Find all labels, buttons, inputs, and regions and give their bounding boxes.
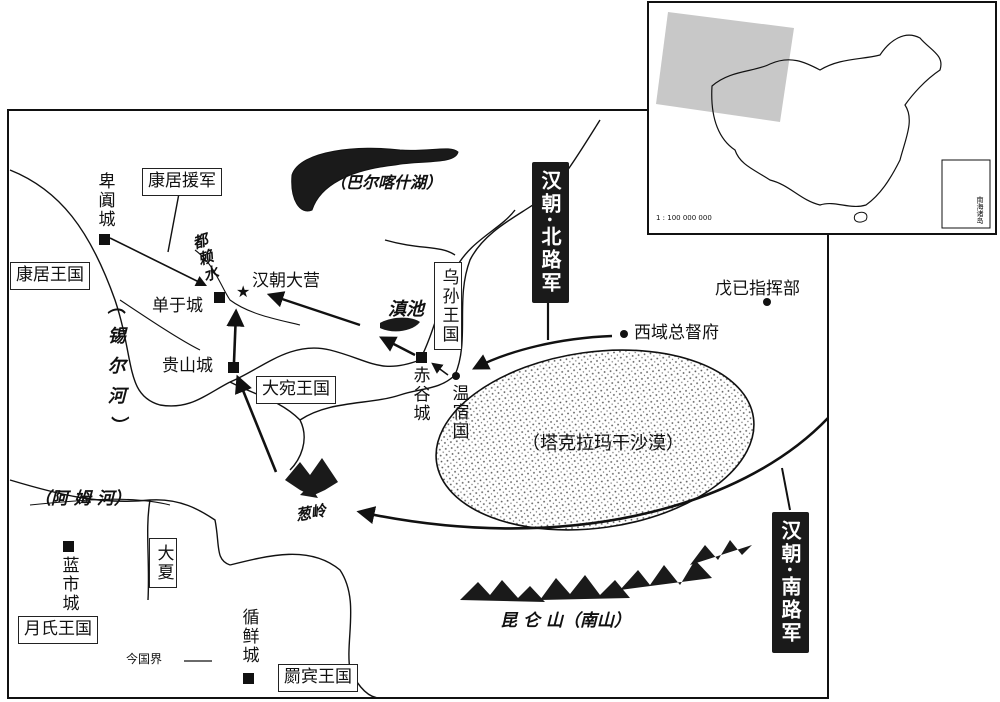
label-western-regions-hq: 西域总督府	[634, 323, 719, 343]
label-balkhash: （巴尔喀什湖）	[330, 173, 443, 192]
label-jibin-kingdom: 罽宾王国	[278, 664, 358, 692]
label-dayuan-kingdom: 大宛王国	[256, 376, 336, 404]
inset-scale: 1 : 100 000 000	[656, 214, 712, 222]
label-wensu-kingdom: 温宿国	[448, 384, 469, 441]
label-daxia: 大夏	[149, 538, 177, 588]
label-amu-river: （阿 姆 河）	[34, 489, 131, 509]
rivers	[29, 249, 301, 506]
lake-icon	[291, 147, 459, 212]
lake-icon	[380, 317, 420, 332]
mountain-icon	[285, 458, 752, 602]
legend-border-label: 今国界	[126, 652, 163, 666]
label-kangju-reinforcement: 康居援军	[142, 168, 222, 196]
label-dianchi: 滇池	[388, 299, 424, 320]
label-wuji-command: 戊已指挥部	[715, 279, 800, 299]
label-kangju-kingdom: 康居王国	[10, 262, 90, 290]
label-wusun-kingdom: 乌孙王国	[434, 262, 462, 350]
label-chigu-city: 赤谷城	[409, 366, 430, 423]
town-dot-icon	[452, 372, 460, 380]
label-han-camp: 汉朝大营	[252, 271, 320, 291]
badge-south-army: 汉朝·南路军	[772, 512, 809, 653]
camp-star-icon: ★	[236, 282, 251, 301]
town-dot-icon	[763, 298, 771, 306]
label-chanyu-city: 单于城	[152, 296, 203, 316]
label-beiti-city: 卑阗城	[94, 172, 115, 229]
inset-islands-box	[941, 159, 991, 229]
inset-china-outline	[711, 34, 942, 208]
map-frame	[7, 109, 829, 699]
city-square-icon	[228, 362, 239, 373]
city-square-icon	[99, 234, 110, 245]
label-taklamakan: （塔克拉玛干沙漠）	[522, 433, 684, 454]
label-kunlun: 昆 仑 山（南山）	[500, 611, 631, 631]
label-syr-river: （锡尔河）	[104, 296, 126, 446]
label-xunxian-city: 循鲜城	[238, 608, 259, 665]
town-dot-icon	[620, 330, 628, 338]
city-square-icon	[243, 673, 254, 684]
inset-highlight-area	[656, 12, 794, 122]
city-square-icon	[416, 352, 427, 363]
label-yuezhi-kingdom: 月氏王国	[18, 616, 98, 644]
city-square-icon	[63, 541, 74, 552]
inset-island-label: 南海诸岛	[976, 196, 985, 224]
label-guishan-city: 贵山城	[162, 356, 213, 376]
city-square-icon	[214, 292, 225, 303]
desert-icon	[435, 349, 755, 531]
label-lanshi-city: 蓝市城	[58, 556, 79, 613]
badge-north-army: 汉朝·北路军	[532, 162, 569, 303]
